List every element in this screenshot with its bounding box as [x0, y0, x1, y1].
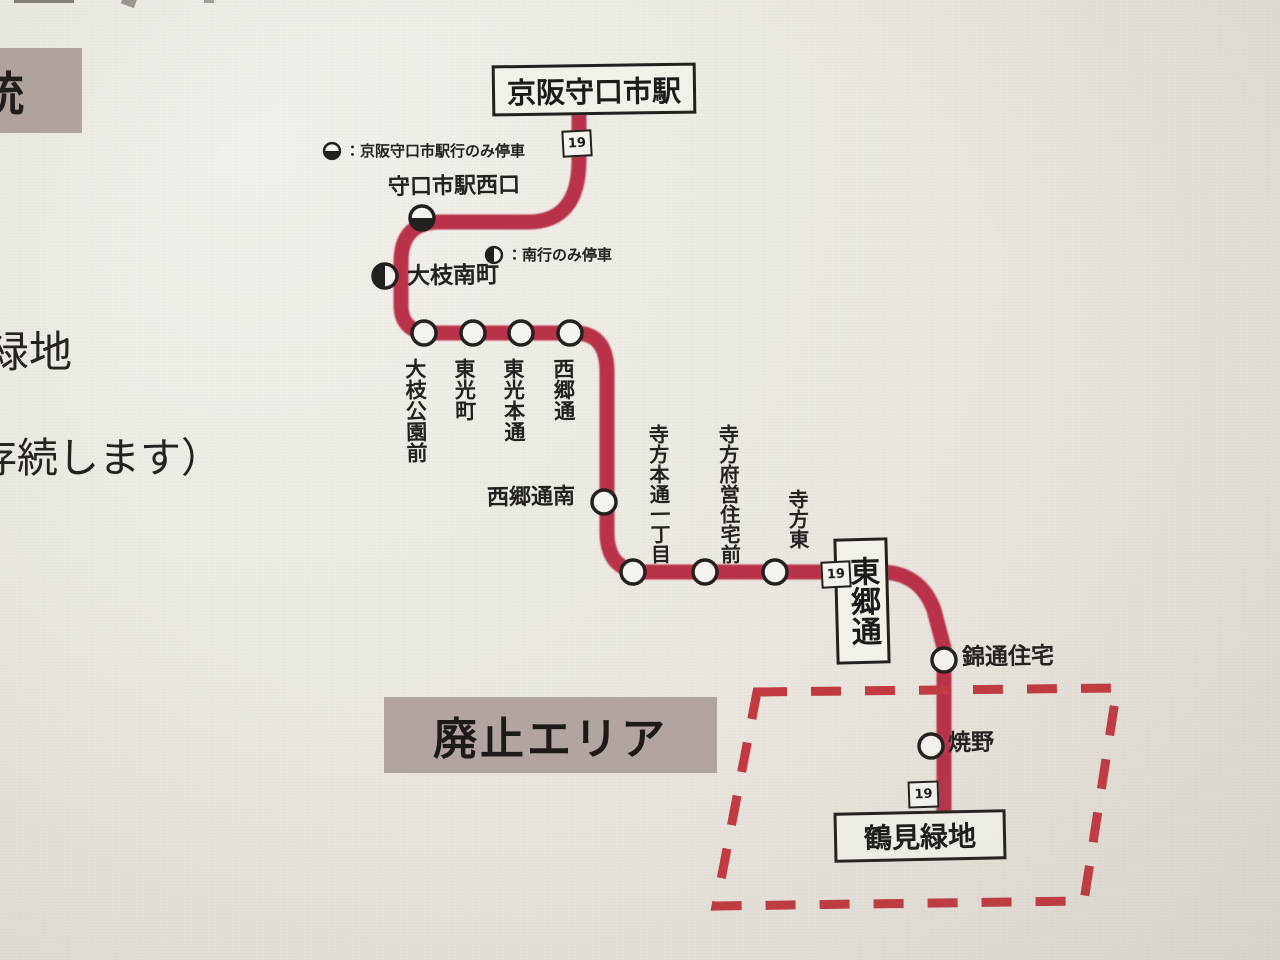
terminus-label-togodori[interactable]: 東郷通	[833, 537, 891, 665]
route-shield-label: 19	[914, 786, 933, 803]
cropped-top-mark-3	[204, 0, 214, 3]
terminus-label-keihan-moriguchishi-eki[interactable]: 京阪守口市駅	[491, 62, 697, 117]
terminus-label-tsurumi-ryokuchi[interactable]: 鶴見緑地	[833, 809, 1007, 863]
legend-row-keihan-only: ：京阪守口市駅行のみ停車	[322, 140, 525, 161]
station-node-terakata-fueijutaku-mae[interactable]	[691, 558, 719, 586]
station-label-tokomachi: 東光町	[451, 357, 477, 422]
cropped-top-marks	[14, 0, 74, 3]
route-shield-bottom[interactable]: 19	[907, 780, 940, 809]
route-shield-mid[interactable]: 19	[820, 560, 852, 589]
station-node-oeda-minamimachi[interactable]	[371, 262, 399, 290]
route-shield-label: 19	[567, 135, 587, 152]
station-label-saigodori: 西郷通	[550, 357, 576, 422]
abolished-area-banner-label: 廃止エリア	[433, 714, 668, 765]
edge-banner-fragment: 統	[0, 48, 82, 133]
half-circle-left-filled-icon	[484, 245, 504, 264]
route-shield-top[interactable]: 19	[561, 129, 593, 158]
legend-row-southbound-only: ：南行のみ停車	[484, 244, 612, 265]
route-shield-label: 19	[826, 566, 846, 583]
station-node-terakata-higashi[interactable]	[761, 558, 789, 586]
legend-label-keihan-only: ：京阪守口市駅行のみ停車	[345, 142, 526, 160]
station-label-moriguchishi-eki-nishiguchi: 守口市駅西口	[387, 172, 521, 201]
abolished-area-banner: 廃止エリア	[384, 697, 717, 773]
cropped-text-ryokuchi: 緑地	[0, 328, 72, 378]
station-node-nishikidori-jutaku[interactable]	[930, 646, 958, 674]
station-node-oeda-koen-mae[interactable]	[410, 319, 438, 347]
terminus-label-text: 鶴見緑地	[863, 819, 977, 856]
station-label-terakata-higashi: 寺方東	[784, 488, 810, 550]
station-node-moriguchishi-eki-nishiguchi[interactable]	[408, 204, 436, 232]
station-label-yakeno: 焼野	[947, 729, 995, 757]
legend-label-southbound-only: ：南行のみ停車	[507, 246, 613, 264]
station-label-oeda-koen-mae: 大枝公園前	[402, 357, 429, 464]
station-label-saigodori-minami: 西郷通南	[486, 484, 576, 511]
station-label-nishikidori-jutaku: 錦通住宅	[961, 643, 1055, 671]
station-label-oeda-minamimachi: 大枝南町	[406, 262, 500, 290]
station-node-toko-hondori[interactable]	[507, 319, 535, 347]
half-circle-bottom-filled-icon	[322, 141, 342, 160]
terminus-label-text: 京阪守口市駅	[506, 73, 682, 110]
station-label-terakata-fueijutaku-mae: 寺方府営住宅前	[715, 423, 742, 565]
edge-banner-label: 統	[0, 66, 27, 121]
station-node-saigodori-minami[interactable]	[590, 488, 618, 516]
cropped-text-sonzoku: 存続します）	[0, 434, 222, 482]
station-label-toko-hondori: 東光本通	[500, 357, 527, 443]
station-node-terakata-hondori-itchome[interactable]	[619, 558, 647, 586]
station-label-terakata-hondori-itchome: 寺方本通一丁目	[645, 423, 672, 565]
station-node-yakeno[interactable]	[917, 732, 945, 760]
station-node-tokomachi[interactable]	[459, 319, 487, 347]
station-nodes	[371, 204, 958, 760]
station-node-saigodori[interactable]	[556, 319, 584, 347]
abolished-area-boundary	[710, 683, 1123, 911]
